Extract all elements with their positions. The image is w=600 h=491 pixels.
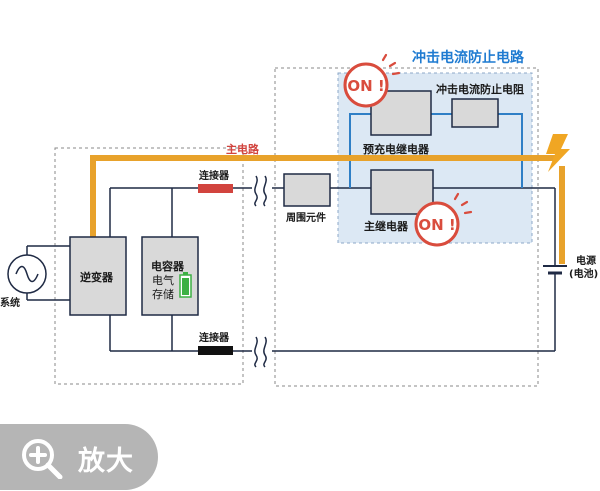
on-badge-text: ON ! [418, 216, 455, 234]
surge-resistor-label: 冲击电流防止电阻 [436, 82, 524, 96]
capacitor-label: 电容器 [151, 259, 185, 273]
main-current-path [90, 155, 558, 254]
surge-resistor-box [451, 98, 499, 128]
inverter-unit-boundary [54, 147, 244, 385]
battery-symbol [543, 265, 567, 275]
connector-bottom-label: 连接器 [199, 331, 230, 344]
zoom-button[interactable]: 放大 [0, 424, 158, 490]
main-relay-label: 主继电器 [364, 219, 409, 233]
surge-circuit-title: 冲击电流防止电路 [412, 49, 525, 66]
precharge-relay-label: 预充电继电器 [363, 142, 430, 156]
connector-top [198, 184, 233, 193]
peripheral-component-box [283, 173, 331, 207]
storage-label-line1: 电气 [152, 273, 174, 287]
inverter-box [69, 236, 127, 316]
main-circuit-label: 主电路 [226, 142, 260, 156]
battery-indicator-icon [179, 272, 192, 298]
ac-source-icon [7, 254, 47, 294]
power-source-label-line2: (电池) [569, 267, 598, 280]
connector-bottom [198, 346, 233, 355]
precharge-path-right [498, 113, 523, 188]
zoom-button-label: 放大 [78, 446, 134, 477]
cable-break-bottom [254, 336, 267, 368]
precharge-path [349, 113, 371, 188]
on-badge-text: ON ! [347, 77, 384, 95]
storage-label-line2: 存储 [152, 287, 174, 301]
connector-top-label: 连接器 [199, 169, 230, 182]
lightning-icon [546, 134, 570, 172]
zoom-in-icon [22, 439, 63, 479]
on-badge-main: ON ! [414, 192, 473, 247]
battery-unit-boundary [274, 67, 539, 387]
peripheral-component-label: 周围元件 [286, 211, 326, 224]
cable-break-top [254, 175, 267, 207]
power-source-label-line1: 电源 [576, 254, 596, 267]
system-label: 系统 [0, 296, 20, 309]
on-badge-precharge: ON ! [343, 53, 401, 108]
inverter-label: 逆变器 [80, 270, 114, 284]
